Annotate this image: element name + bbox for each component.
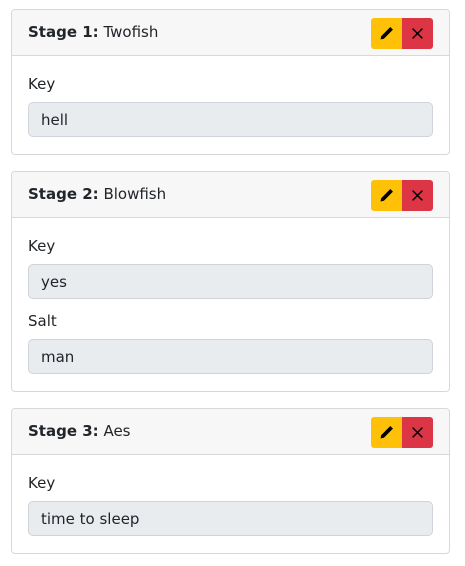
delete-button[interactable]: [402, 180, 433, 211]
edit-button[interactable]: [371, 18, 402, 49]
key-label: Key: [28, 74, 56, 93]
stage-number: Stage 1:: [28, 23, 99, 41]
pencil-icon: [380, 189, 393, 202]
close-icon: [412, 190, 423, 201]
edit-button[interactable]: [371, 417, 402, 448]
stage-header: Stage 3: Aes: [12, 409, 449, 455]
key-label: Key: [28, 236, 56, 255]
key-field[interactable]: time to sleep: [28, 501, 433, 536]
edit-button[interactable]: [371, 180, 402, 211]
close-icon: [412, 28, 423, 39]
stage-card-3: Stage 3: Aes Key time to sleep: [11, 408, 450, 554]
stage-actions: [371, 18, 433, 49]
stage-header: Stage 1: Twofish: [12, 10, 449, 56]
key-field[interactable]: hell: [28, 102, 433, 137]
pencil-icon: [380, 27, 393, 40]
stage-body: Key time to sleep: [12, 455, 449, 536]
stage-name: Blowfish: [103, 185, 167, 203]
stage-number: Stage 2:: [28, 185, 99, 203]
close-icon: [412, 427, 423, 438]
stage-name: Aes: [103, 422, 131, 440]
stage-card-1: Stage 1: Twofish Key hell: [11, 9, 450, 155]
stage-card-2: Stage 2: Blowfish Key yes Salt: [11, 171, 450, 392]
salt-field[interactable]: man: [28, 339, 433, 374]
pencil-icon: [380, 426, 393, 439]
delete-button[interactable]: [402, 18, 433, 49]
stage-title: Stage 3: Aes: [28, 424, 131, 439]
delete-button[interactable]: [402, 417, 433, 448]
stage-title: Stage 1: Twofish: [28, 25, 158, 40]
stage-body: Key hell: [12, 56, 449, 137]
key-field[interactable]: yes: [28, 264, 433, 299]
key-label: Key: [28, 473, 56, 492]
stage-actions: [371, 417, 433, 448]
stage-number: Stage 3:: [28, 422, 99, 440]
stage-body: Key yes Salt man: [12, 218, 449, 374]
stage-actions: [371, 180, 433, 211]
salt-label: Salt: [28, 311, 57, 330]
stage-header: Stage 2: Blowfish: [12, 172, 449, 218]
stage-name: Twofish: [103, 23, 159, 41]
stage-title: Stage 2: Blowfish: [28, 187, 166, 202]
